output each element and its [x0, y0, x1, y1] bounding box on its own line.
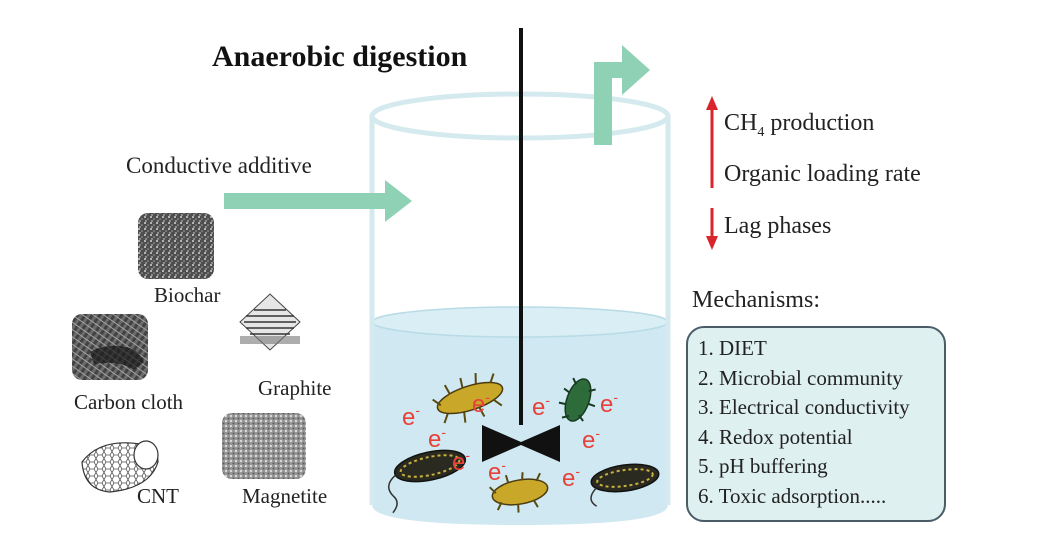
ch4-prefix: CH: [724, 110, 758, 136]
ch4-subscript: 4: [757, 124, 765, 140]
additive-label-magnetite: Magnetite: [242, 484, 328, 508]
decrease-arrow: [706, 208, 718, 250]
microbe-dark-2: [590, 463, 660, 507]
gas-outlet-arrow: [594, 45, 650, 145]
mechanism-item: 1. DIET: [698, 336, 767, 360]
additive-label-cnt: CNT: [137, 484, 179, 508]
microbe-dark-1: [388, 449, 467, 514]
additive-label-carbon-cloth: Carbon cloth: [74, 390, 184, 414]
carbon-cloth-icon: [72, 314, 148, 380]
mechanism-item: 4. Redox potential: [698, 424, 853, 449]
input-label: Conductive additive: [126, 153, 312, 178]
mechanisms-title: Mechanisms:: [692, 287, 820, 313]
ch4-production-text: production: [770, 110, 875, 136]
additive-label-graphite: Graphite: [258, 376, 332, 400]
effect-organic-loading-rate: Organic loading rate: [724, 161, 921, 187]
diagram-title: Anaerobic digestion: [212, 40, 468, 73]
cnt-icon: [81, 440, 159, 493]
increase-arrow: [706, 96, 718, 188]
graphite-icon: [239, 293, 301, 351]
stirrer-blade: [482, 425, 560, 462]
microbe-rod-2: [489, 472, 549, 513]
magnetite-icon: [222, 413, 306, 479]
mechanism-item: 3. Electrical conductivity: [698, 395, 910, 419]
biochar-icon: [138, 213, 214, 279]
effect-ch4-production: CH4 production: [724, 110, 874, 141]
effect-lag-phases: Lag phases: [724, 213, 832, 239]
input-arrow: [224, 180, 412, 222]
mechanism-item: 5. pH buffering: [698, 454, 828, 478]
additive-label-biochar: Biochar: [154, 283, 221, 307]
mechanism-item: 6. Toxic adsorption.....: [698, 483, 887, 508]
mechanism-item: 2. Microbial community: [698, 365, 903, 390]
mechanisms-box: 1. DIET 2. Microbial community 3. Electric…: [686, 326, 946, 522]
mechanisms-list: 1. DIET 2. Microbial community 3. Electric…: [688, 328, 944, 511]
microbe-rod-1: [432, 373, 504, 424]
microbe-green: [558, 377, 596, 422]
